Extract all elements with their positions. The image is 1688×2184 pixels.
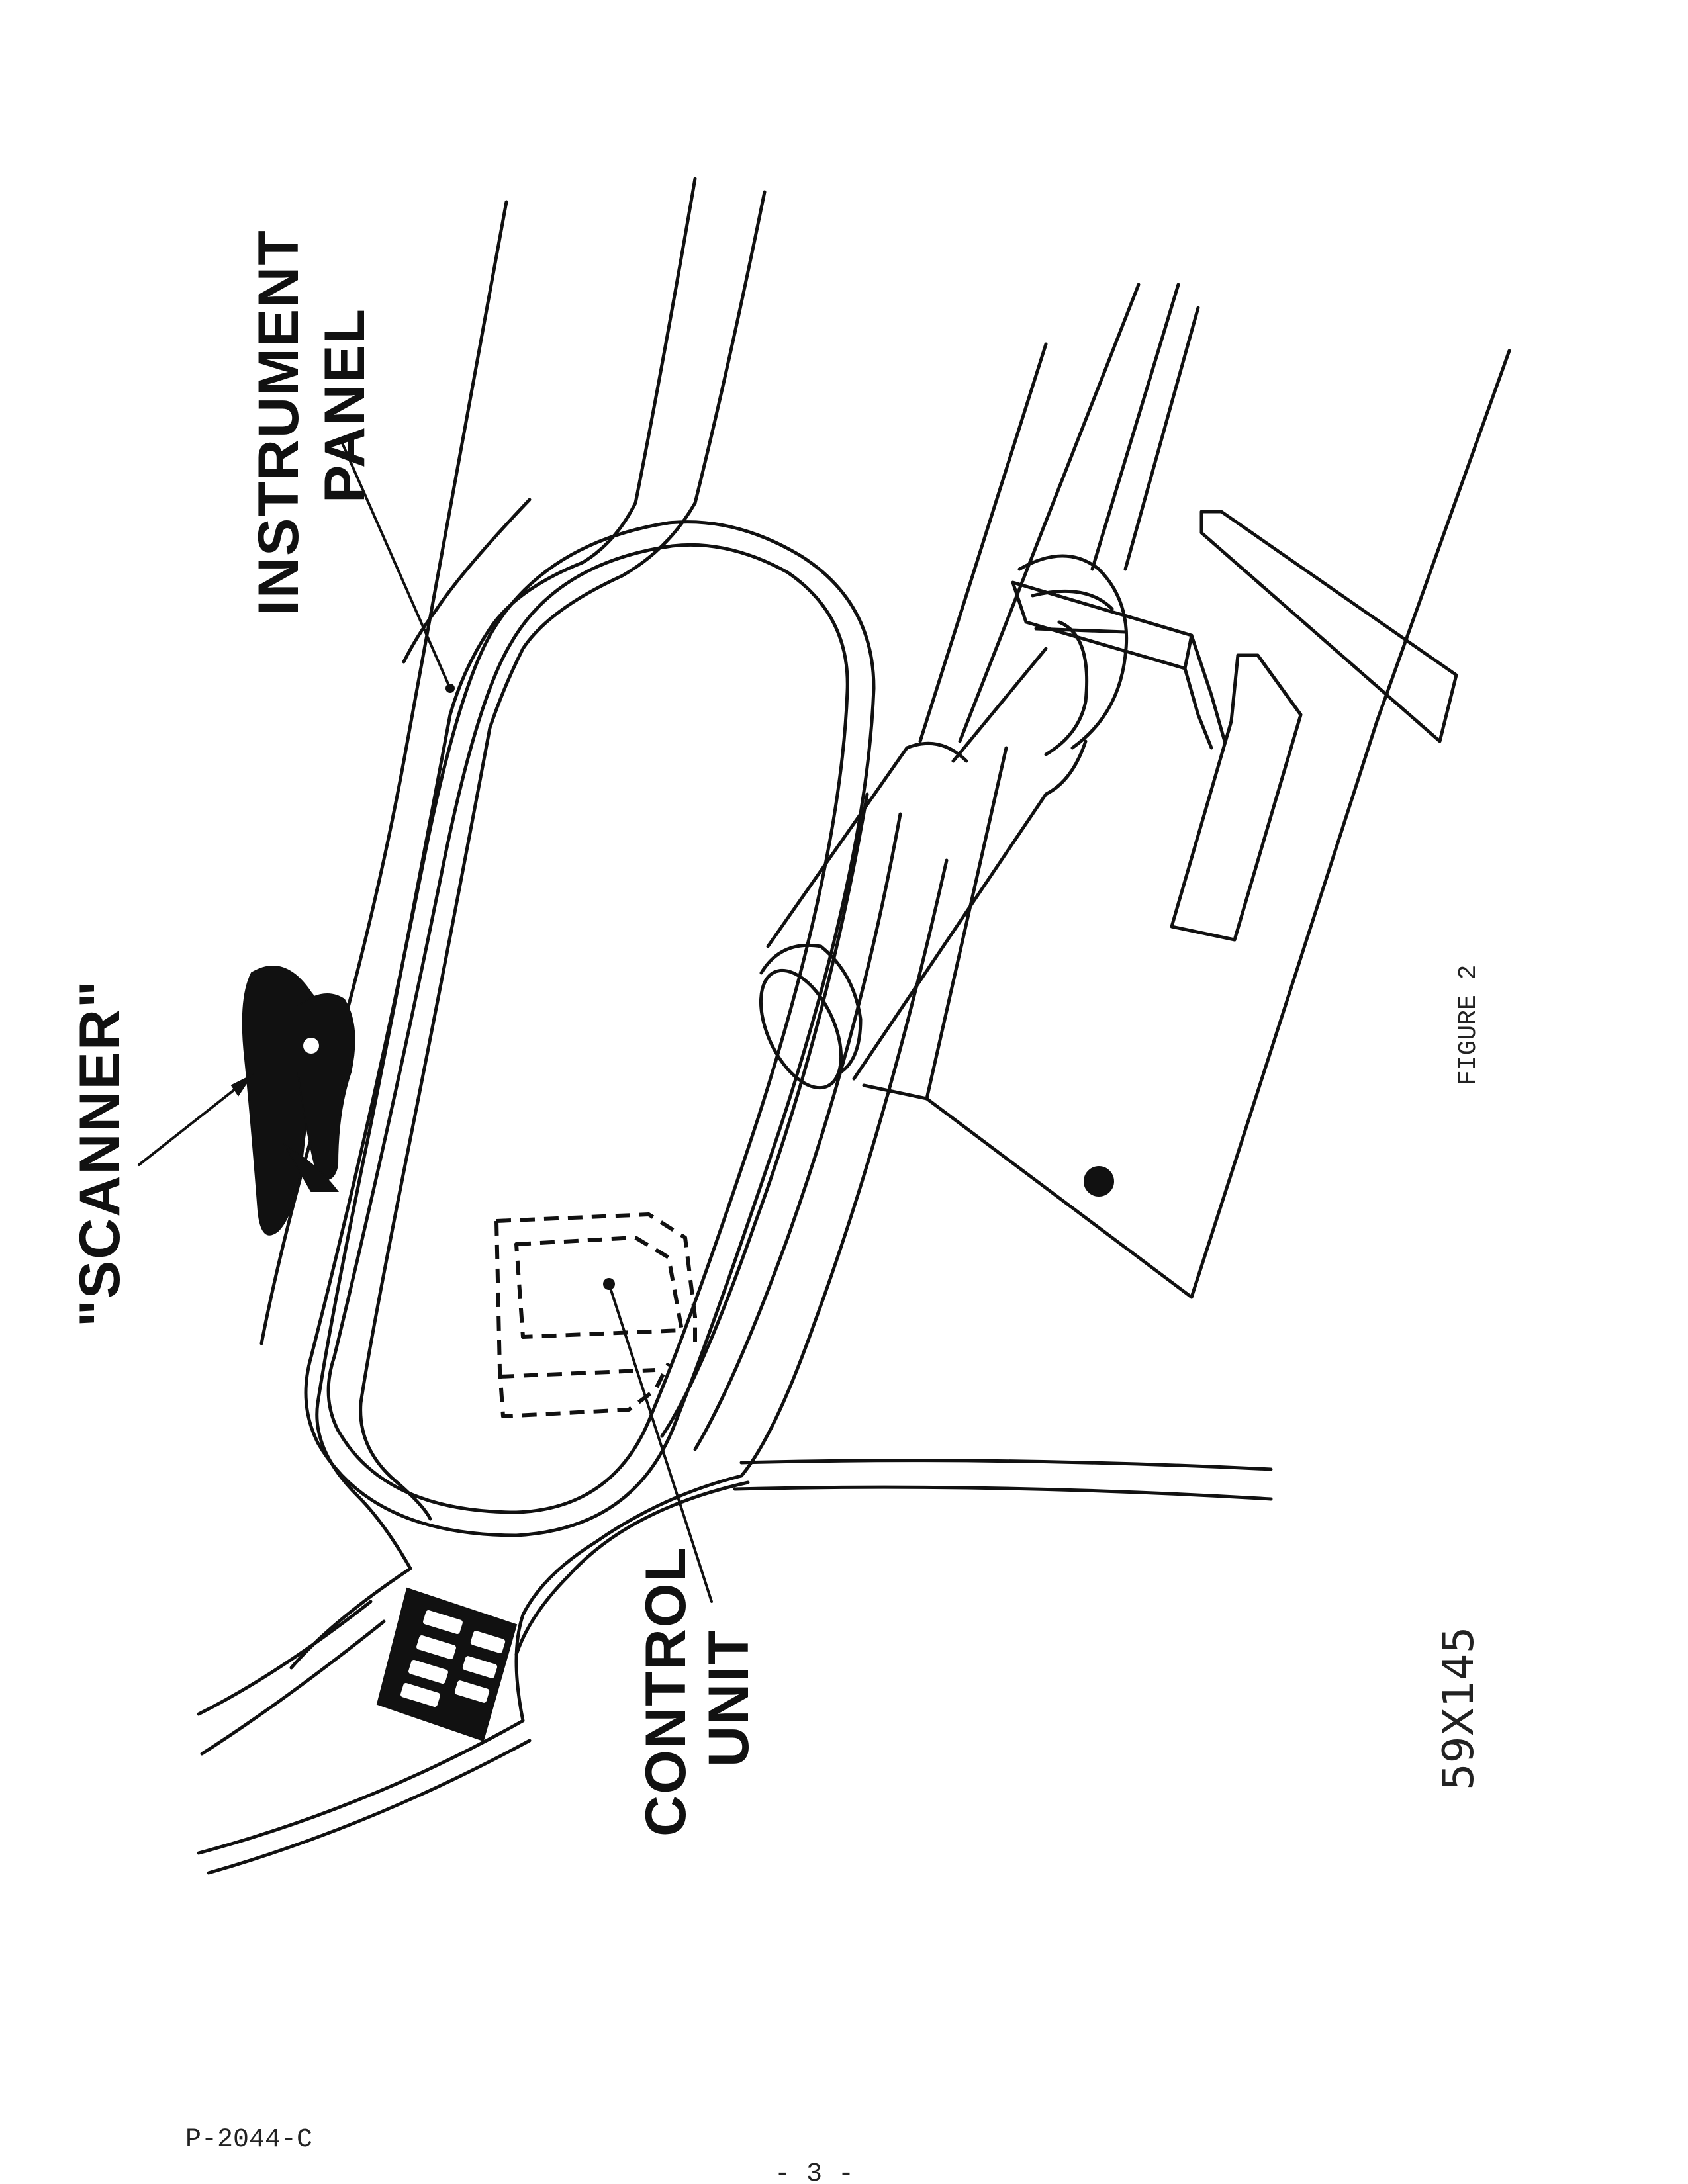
figure-caption-text: FIGURE 2 xyxy=(1454,965,1483,1085)
floor-plate-edge-4 xyxy=(1375,349,1511,723)
switch-slot xyxy=(423,1610,463,1635)
scanner-device xyxy=(242,966,355,1236)
floor-line-1 xyxy=(739,1459,1273,1471)
scanner-text: "SCANNER" xyxy=(68,979,132,1327)
dash-outer-inner xyxy=(359,501,697,1521)
column-cap-ellipse xyxy=(759,968,843,1090)
floor-plate-edge-2 xyxy=(925,746,1008,1101)
floor-knob xyxy=(1084,1166,1114,1197)
instrument-panel-text-line1: INSTRUMENT xyxy=(247,229,310,615)
pedal-pad-edge xyxy=(1256,653,1303,717)
dash-front-edge-3 xyxy=(739,858,949,1478)
scanner-lens xyxy=(303,1038,319,1054)
lower-dash-edges xyxy=(514,792,1273,1723)
front-line-3 xyxy=(289,1567,412,1670)
column-cap-outer xyxy=(759,943,863,1074)
collar-inner xyxy=(1044,620,1089,756)
control-unit-label: CONTROL UNIT xyxy=(634,1546,761,1837)
recess-inner xyxy=(326,543,849,1514)
instrument-panel-label: INSTRUMENT PANEL xyxy=(247,229,377,615)
column-bottom-edge xyxy=(852,739,1088,1081)
dash-front-edge-1 xyxy=(660,792,869,1438)
dashboard-outline xyxy=(315,498,697,1570)
dash-front-lower xyxy=(514,1474,743,1723)
switch-slot xyxy=(462,1656,498,1678)
switch-block xyxy=(376,1587,518,1742)
instrument-panel-leader-dot xyxy=(445,684,455,693)
control-unit-text-line1: CONTROL xyxy=(634,1546,698,1837)
dash-top-curve xyxy=(402,498,532,664)
scanner-arrowhead xyxy=(230,1073,254,1097)
pedal-arm-2 xyxy=(1183,666,1213,750)
pedal-pad xyxy=(1170,653,1303,942)
dash-front-edge-2 xyxy=(693,812,902,1451)
floor-plate-edge-1 xyxy=(862,1083,1194,1299)
instrument-panel-leader xyxy=(340,439,451,690)
switch-slot xyxy=(400,1682,440,1707)
front-line-4 xyxy=(197,1719,525,1855)
instrument-recess xyxy=(304,520,876,1537)
control-unit-dash-top xyxy=(496,1212,697,1343)
leader-lines xyxy=(138,439,713,1603)
scanner-mount xyxy=(283,1143,340,1192)
collar-outer xyxy=(1017,554,1129,750)
negative-number: 59X145 xyxy=(1434,1627,1483,1790)
front-line-1 xyxy=(197,1600,373,1716)
windshield-line-left xyxy=(259,200,508,1345)
document-number: P-2044-C xyxy=(185,2125,312,2155)
control-unit-dash-mid xyxy=(499,1368,656,1379)
switch-slot xyxy=(454,1680,490,1703)
column-long-2 xyxy=(918,342,1048,743)
switch-slot xyxy=(416,1635,456,1660)
front-line-2 xyxy=(200,1619,386,1756)
figure-caption: FIGURE 2 xyxy=(1454,965,1483,1085)
pedal-arm-1 xyxy=(1190,633,1227,743)
column-long-4 xyxy=(1123,306,1200,571)
switch-block-body xyxy=(376,1587,518,1742)
switch-slot xyxy=(470,1631,506,1653)
floor-plate-edge-3 xyxy=(1190,719,1379,1299)
control-unit-dash-front xyxy=(514,1236,684,1339)
windshield-lines xyxy=(259,177,767,1345)
scanner-label: "SCANNER" xyxy=(68,979,132,1327)
pillar-line-2 xyxy=(693,190,767,505)
front-line-5 xyxy=(207,1739,532,1875)
recess-outer xyxy=(304,520,876,1537)
column-long-3 xyxy=(1090,283,1180,571)
control-unit-dash-side xyxy=(494,1220,671,1418)
control-unit-box xyxy=(494,1212,697,1418)
column-upper-1 xyxy=(951,647,1048,763)
dash-corner-curve xyxy=(514,1480,750,1657)
floor-line-2 xyxy=(733,1485,1273,1501)
pillar-line-1 xyxy=(633,177,697,505)
control-unit-text-line2: UNIT xyxy=(697,1629,761,1767)
control-unit-leader xyxy=(608,1283,713,1603)
column-long-1 xyxy=(958,283,1141,743)
negative-number-text: 59X145 xyxy=(1434,1627,1483,1790)
left-front-lines xyxy=(197,1567,532,1875)
pedal-bar xyxy=(1199,510,1458,743)
pedal-assembly xyxy=(862,349,1511,1299)
steering-column xyxy=(759,283,1200,1090)
switch-slot xyxy=(408,1659,448,1684)
page-number: - 3 - xyxy=(774,2160,854,2184)
instrument-panel-text-line2: PANEL xyxy=(313,308,377,503)
scanner-leader xyxy=(138,1077,250,1166)
